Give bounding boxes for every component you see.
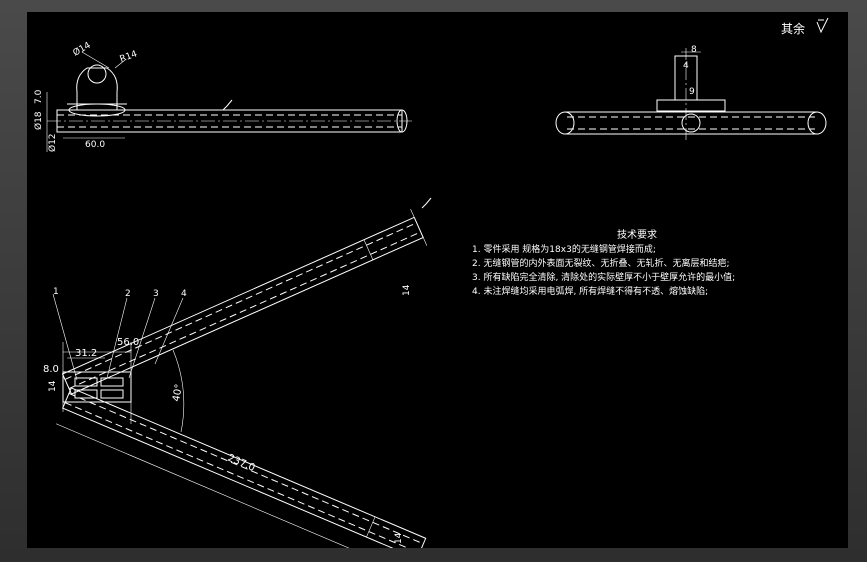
side-tube-left-end: [555, 111, 575, 135]
part-number-2: 2: [125, 289, 131, 299]
tech-requirements: 技术要求 1. 零件采用 规格为18x3的无缝钢管焊接而成; 2. 无缝钢管的内…: [472, 228, 735, 297]
roughness-note: 其余: [781, 17, 829, 36]
dim-side-lower: 9: [689, 87, 695, 97]
drawing-sheet: 其余 Ø14 R14 7.0 Ø18 Ø12 60.0 8 4: [27, 12, 848, 562]
dim-overall-width: 56.0: [117, 337, 139, 348]
tech-requirements-title: 技术要求: [617, 228, 657, 241]
tech-requirement-4: 4. 未注焊缝均采用电弧焊, 所有焊缝不得有不透、熔蚀缺陷;: [472, 285, 708, 297]
angle-arc: [172, 349, 185, 433]
tech-requirement-2: 2. 无缝钢管的内外表面无裂纹、无折叠、无轧折、无离层和结疤;: [472, 257, 729, 269]
dim-tube-id: Ø12: [47, 133, 58, 152]
dim-small-height: 14: [48, 380, 58, 392]
top-tube-end: [396, 109, 408, 133]
dim-offset: 8.0: [43, 364, 59, 375]
upper-arm-inner-upper: [64, 222, 417, 380]
lower-arm-joint: [366, 516, 376, 538]
lower-arm-dim-line: [55, 423, 411, 562]
side-tube-outline: [565, 111, 817, 135]
side-view: 8 4 9: [555, 45, 827, 142]
dim-side-top: 8: [691, 45, 697, 55]
part-number-3: 3: [153, 289, 159, 299]
tech-requirement-1: 1. 零件采用 规格为18x3的无缝钢管焊接而成;: [472, 243, 656, 255]
top-lug-hole: [87, 64, 107, 84]
junction-slot-3: [74, 389, 98, 399]
upper-arm-inner-lower: [68, 231, 421, 390]
dim-angle: 40°: [171, 383, 185, 402]
junction-slot-1: [74, 377, 98, 387]
upper-arm-end-line: [410, 209, 428, 246]
dim-lug-hole: Ø14: [71, 40, 93, 59]
dim-lug-radius: R14: [119, 49, 139, 65]
junction-slot-2: [100, 377, 124, 387]
dim-length: 237.0: [226, 453, 257, 474]
dim-lug-length: 60.0: [85, 140, 105, 150]
top-dim-leader-radius: [114, 59, 126, 69]
top-roughness-icon: [222, 99, 233, 111]
part-number-1: 1: [53, 287, 59, 297]
roughness-label: 其余: [781, 21, 805, 36]
dim-lug-height: 7.0: [34, 89, 44, 104]
leader-3: [128, 297, 156, 379]
leader-2: [106, 297, 128, 379]
top-view: Ø14 R14 7.0 Ø18 Ø12 60.0: [33, 40, 412, 152]
drawing-canvas: 其余 Ø14 R14 7.0 Ø18 Ø12 60.0 8 4: [33, 17, 829, 562]
side-tube-section: [681, 113, 701, 133]
upper-arm: [61, 209, 428, 395]
dim-end-upper: 14: [402, 284, 412, 296]
dim-inner-width: 31.2: [75, 348, 97, 359]
upper-arm-joint: [363, 239, 374, 260]
junction-slot-4: [100, 389, 124, 399]
dim-side-mid: 4: [683, 61, 689, 71]
leader-4: [154, 297, 184, 365]
top-lug: [76, 67, 118, 110]
roughness-symbol-icon: [816, 17, 829, 34]
top-dim-leader-hole: [81, 51, 110, 69]
side-tube-right-end: [807, 111, 827, 135]
main-roughness-icon: [421, 197, 432, 209]
part-number-4: 4: [181, 289, 187, 299]
dim-tube-od: Ø18: [33, 111, 44, 130]
lower-arm-inner-upper: [68, 392, 424, 545]
side-base-plate: [656, 99, 726, 112]
lower-arm-inner-lower: [64, 402, 420, 554]
leader-1: [52, 293, 78, 381]
dim-end-lower: 14: [394, 532, 404, 544]
main-view: 56.0 31.2 8.0 14 40° 237.0 14 14 1 2 3 4: [43, 197, 432, 562]
tech-requirement-3: 3. 所有缺陷完全清除, 清除处的实际壁厚不小于壁厚允许的最小值;: [472, 271, 735, 283]
